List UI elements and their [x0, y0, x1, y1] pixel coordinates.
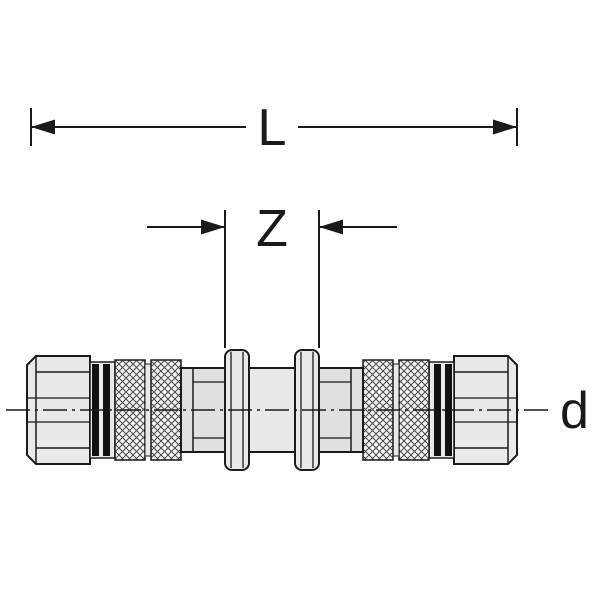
- diameter-label: d: [560, 382, 589, 440]
- arrowhead-inward-left: [319, 219, 343, 235]
- arrowhead-left: [31, 119, 55, 135]
- oring-band: [103, 364, 110, 456]
- arrowhead-right: [493, 119, 517, 135]
- arrowhead-inward-right: [201, 219, 225, 235]
- dimension-Z-label: Z: [256, 200, 288, 258]
- dimension-Z: [147, 210, 397, 348]
- dimension-L: [30, 108, 518, 146]
- dimension-L-label: L: [258, 99, 287, 157]
